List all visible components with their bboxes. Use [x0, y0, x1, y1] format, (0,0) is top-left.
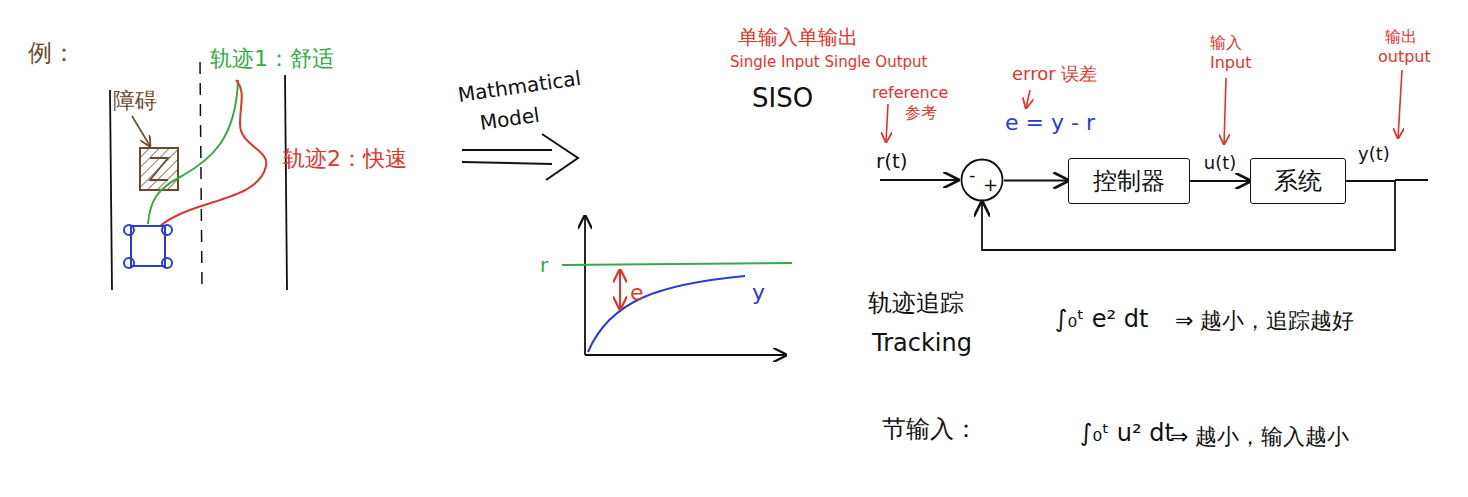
signal-note: output	[1378, 48, 1431, 66]
equation: e = y - r	[1005, 110, 1095, 135]
section-label: 轨迹追踪	[868, 290, 964, 318]
note: ⇒ 越小，追踪越好	[1175, 308, 1354, 333]
junction-sign: -	[969, 166, 976, 184]
obstacle-label: 障碍	[113, 88, 157, 113]
siso-label: SISO	[752, 84, 813, 114]
leader-arrows	[886, 70, 1402, 144]
system-box: 系统	[1250, 158, 1346, 204]
trajectory-label: 轨迹2：快速	[283, 146, 407, 171]
trajectory-comfort	[148, 80, 238, 224]
response-graph	[562, 216, 792, 355]
model-label: Model	[478, 104, 541, 135]
signal-connector	[1004, 180, 1068, 182]
error-label: e	[630, 280, 644, 305]
english-heading: Single Input Single Output	[730, 54, 927, 71]
implies-arrow	[462, 134, 578, 180]
model-label: Mathmatical	[456, 67, 582, 107]
signal-note: 输入	[1210, 34, 1242, 52]
road	[110, 62, 287, 290]
trajectory-fast	[160, 80, 266, 226]
section-label: 节输入：	[882, 416, 978, 444]
axis-label: r	[540, 254, 548, 277]
integral: ∫₀ᵗ e² dt	[1055, 306, 1149, 334]
junction-sign: +	[983, 176, 998, 194]
signal-name: u(t)	[1202, 152, 1239, 173]
signal-connector	[1190, 180, 1250, 182]
signal-name: r(t)	[876, 150, 908, 173]
car-icon	[124, 225, 172, 268]
signal-note: Input	[1210, 54, 1251, 72]
signal-note: 输出	[1385, 28, 1417, 46]
trajectory-label: 轨迹1：舒适	[210, 46, 334, 71]
signal-note: reference	[872, 84, 948, 102]
chinese-heading: 单输入单输出	[738, 26, 858, 49]
example-marker: 例：	[28, 40, 76, 68]
summing-junction: -+	[960, 158, 1004, 202]
obstacle-symbol	[132, 116, 178, 190]
curve-label: y	[752, 280, 765, 305]
box-text: 控制器	[1093, 165, 1165, 197]
box-text: 系统	[1274, 165, 1322, 197]
output-wire	[1395, 179, 1428, 181]
signal-note: 参考	[905, 104, 937, 122]
section-label: Tracking	[872, 330, 972, 358]
integral: ∫₀ᵗ u² dt	[1080, 420, 1174, 448]
junction-circle	[962, 160, 1003, 201]
controller-box: 控制器	[1068, 158, 1190, 204]
input-wire	[880, 179, 958, 181]
note: ⇒ 越小，输入越小	[1170, 424, 1349, 449]
signal-note: error 误差	[1012, 64, 1097, 85]
signal-name: y(t)	[1358, 144, 1390, 165]
